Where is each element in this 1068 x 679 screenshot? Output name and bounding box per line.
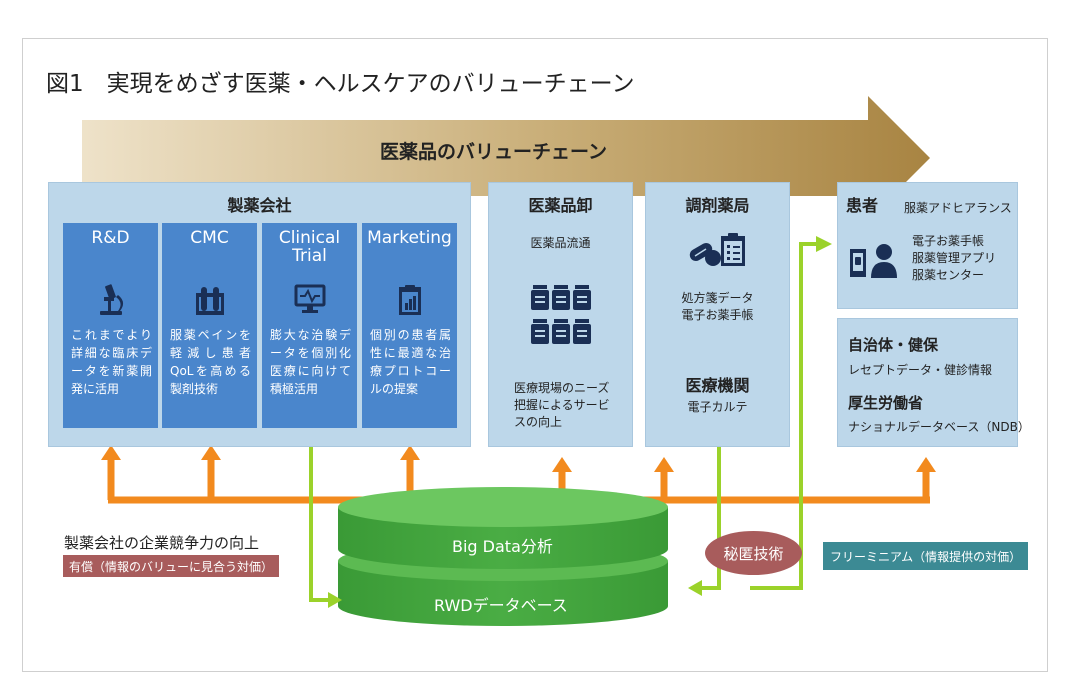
column-cmc-desc: 服薬ペインを軽減し患者QoLを高める製剤技術 xyxy=(170,328,251,396)
figure-title: 図1 実現をめざす医薬・ヘルスケアのバリューチェーン xyxy=(46,71,635,97)
green-line-patient xyxy=(750,242,818,590)
paid-tag: 有償（情報のバリューに見合う対価） xyxy=(63,555,280,577)
column-marketing-desc: 個別の患者属性に最適な治療プロトコールの提案 xyxy=(370,328,451,396)
paid-label: 有償（情報のバリューに見合う対価） xyxy=(69,559,274,574)
bottle xyxy=(531,285,549,310)
green-line-medical xyxy=(700,438,721,590)
freemium-label: フリーミニアム（情報提供の対価） xyxy=(830,549,1022,564)
mhlw-sub: ナショナルデータベース（NDB） xyxy=(848,420,1030,434)
patient-sub: 服薬アドヒアランス xyxy=(904,201,1012,215)
column-marketing: Marketing 個別の患者属性に最適な治療プロトコールの提案 xyxy=(362,223,457,428)
monitor-pulse-icon xyxy=(262,283,357,319)
pharmacy-box xyxy=(645,182,790,447)
report-chart-icon xyxy=(362,283,457,321)
column-clinical-title: Clinical Trial xyxy=(278,228,341,266)
wholesale-box xyxy=(488,182,633,447)
rwd-database-label: RWDデータベース xyxy=(434,596,568,615)
column-rd: R&D これまでより詳細な臨床データを新薬開発に活用 xyxy=(63,223,158,428)
patient-box xyxy=(837,182,1018,309)
wholesale-header: 医薬品卸 xyxy=(528,196,593,215)
competitiveness-label: 製薬会社の企業競争力の向上 xyxy=(64,534,260,552)
column-cmc: CMC 服薬ペインを軽減し患者QoLを高める製剤技術 xyxy=(162,223,257,428)
pharmacy-header: 調剤薬局 xyxy=(685,196,750,215)
medicine-bottles-icon xyxy=(531,285,591,351)
orange-arrowheads xyxy=(101,445,936,472)
microscope-icon xyxy=(63,283,158,321)
green-line-clinical xyxy=(309,428,330,602)
test-tube-rack-icon xyxy=(162,283,257,321)
municipality-header: 自治体・健保 xyxy=(848,336,939,354)
municipality-sub: レセプトデータ・健診情報 xyxy=(848,363,993,377)
patient-header: 患者 xyxy=(846,196,879,215)
column-clinical-desc: 膨大な治験データを個別化医療に向けて積極活用 xyxy=(270,328,351,396)
pharmacy-sub: 処方箋データ 電子お薬手帳 xyxy=(681,291,754,322)
column-rd-title: R&D xyxy=(91,228,130,248)
anonymization-badge: 秘匿技術 xyxy=(705,531,802,575)
column-cmc-title: CMC xyxy=(190,228,229,248)
patient-items: 電子お薬手帳 服薬管理アプリ 服薬センター xyxy=(912,234,997,282)
medical-institution-header: 医療機関 xyxy=(685,376,750,395)
column-clinical-trial: Clinical Trial 膨大な治験データを個別化医療に向けて積極活用 xyxy=(262,223,357,428)
database-cylinder xyxy=(338,487,668,626)
freemium-tag: フリーミニアム（情報提供の対価） xyxy=(823,542,1029,570)
column-marketing-title: Marketing xyxy=(367,228,452,248)
green-arrowheads xyxy=(328,236,832,608)
big-data-label: Big Data分析 xyxy=(452,537,553,556)
phone-person-icon xyxy=(848,243,900,283)
value-chain-label: 医薬品のバリューチェーン xyxy=(380,141,608,163)
medical-institution-sub: 電子カルテ xyxy=(687,400,748,414)
pharma-company-header: 製薬会社 xyxy=(227,196,292,215)
government-box xyxy=(837,318,1018,447)
green-connectors xyxy=(309,242,818,602)
mhlw-header: 厚生労働省 xyxy=(848,394,924,412)
wholesale-sub: 医薬品流通 xyxy=(530,236,591,250)
column-rd-desc: これまでより詳細な臨床データを新薬開発に活用 xyxy=(71,328,152,396)
wholesale-desc: 医療現場のニーズ把握によるサービスの向上 xyxy=(514,381,610,429)
pills-clipboard-icon xyxy=(687,232,749,272)
